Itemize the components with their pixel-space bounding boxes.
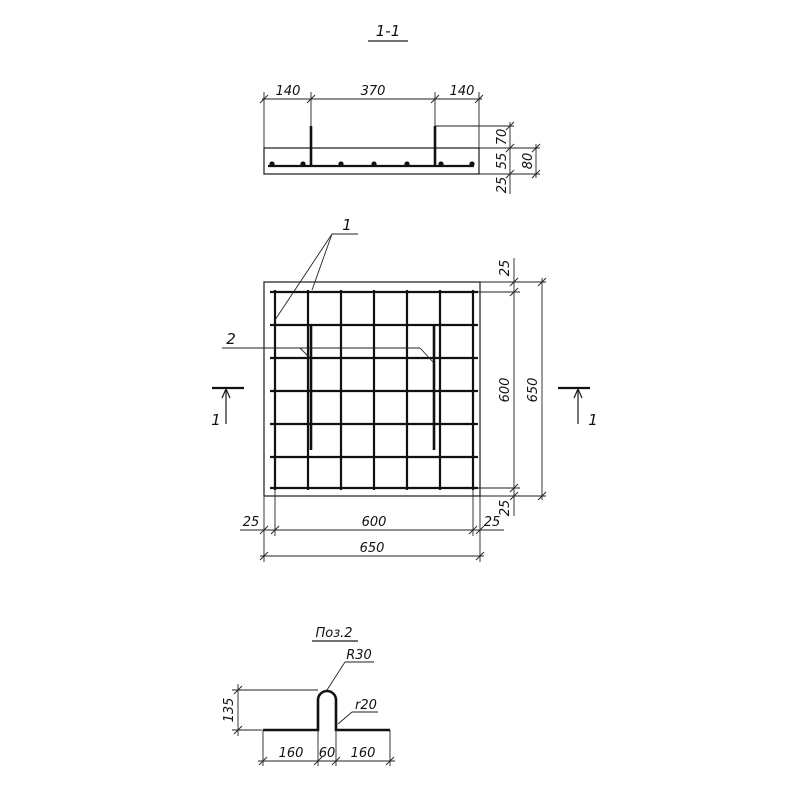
dim-tick: [259, 551, 269, 561]
plan-dim-bottom-outer: 650: [360, 541, 385, 556]
cut-mark-right-label: 1: [588, 411, 598, 429]
dim-tick: [505, 121, 515, 131]
plan-dim-right-bottom: 25: [498, 500, 513, 517]
radius-top-label: R30: [346, 648, 372, 663]
radius-bottom-label: r20: [355, 698, 377, 713]
callout-1-leader: [274, 233, 333, 321]
plan-dim-bottom-inner: 600: [362, 515, 387, 530]
section-bar-dot: [300, 161, 306, 167]
section-dim-top-right: 140: [450, 84, 475, 99]
plan-view: 1 2 1 1 25 600 650 25: [211, 216, 598, 562]
callout-1-leader: [311, 233, 333, 291]
callout-2-leader: [299, 347, 311, 359]
dim-tick: [537, 277, 547, 287]
section-view: 140 370 140 70 55 80 25: [259, 84, 541, 194]
section-bar-dot: [469, 161, 475, 167]
dim-tick: [233, 685, 243, 695]
dim-tick: [270, 525, 280, 535]
dim-tick: [475, 525, 485, 535]
detail-title: Поз.2: [315, 626, 352, 641]
dim-tick: [509, 277, 519, 287]
callout-1-label: 1: [342, 216, 352, 234]
plan-dim-right-inner: 600: [498, 378, 513, 403]
dim-tick: [537, 491, 547, 501]
dim-tick: [475, 551, 485, 561]
cut-mark-right-arrowhead: [573, 387, 583, 399]
dim-tick: [509, 287, 519, 297]
section-bar-dot: [338, 161, 344, 167]
dim-tick: [233, 725, 243, 735]
section-title: 1-1: [376, 22, 401, 40]
dim-tick: [331, 756, 341, 766]
detail-dim-bottom-left: 160: [279, 746, 304, 761]
section-slab-outline: [263, 147, 480, 175]
dim-tick: [430, 94, 440, 104]
section-dim-right-70: 70: [495, 129, 510, 146]
plan-dim-right-top: 25: [498, 260, 513, 277]
dim-tick: [306, 94, 316, 104]
plan-dim-bottom-right: 25: [484, 515, 501, 530]
dim-tick: [468, 525, 478, 535]
dim-tick: [259, 94, 269, 104]
dim-tick: [505, 143, 515, 153]
plan-mesh-horizontal: [270, 290, 478, 490]
cut-mark-left-arrowhead: [221, 387, 231, 399]
dim-tick: [385, 756, 395, 766]
dim-tick: [531, 143, 541, 153]
dim-tick: [531, 169, 541, 179]
section-dim-right-80: 80: [521, 153, 536, 170]
detail-bent-bar: [263, 689, 390, 732]
plan-slab-outline: [263, 281, 481, 497]
section-bar-dot: [371, 161, 377, 167]
section-dim-top-middle: 370: [361, 84, 386, 99]
plan-dim-bottom-left: 25: [243, 515, 260, 530]
dim-tick: [259, 525, 269, 535]
detail-dim-bottom-right: 160: [351, 746, 376, 761]
detail-dim-height: 135: [222, 698, 237, 723]
plan-dim-right-outer: 650: [526, 378, 541, 403]
section-bar-dot: [269, 161, 275, 167]
cut-mark-left-label: 1: [211, 411, 221, 429]
radius-bottom-leader: [337, 711, 353, 725]
callout-2-label: 2: [226, 330, 236, 348]
section-dim-top-left: 140: [276, 84, 301, 99]
section-bar-dot: [438, 161, 444, 167]
section-bar-dot: [404, 161, 410, 167]
dim-tick: [313, 756, 323, 766]
dim-tick: [509, 483, 519, 493]
dim-tick: [474, 94, 484, 104]
callout-2-leader: [419, 347, 434, 363]
dim-tick: [509, 491, 519, 501]
detail-pos2: Поз.2 R30 r20 135 160 60 160: [222, 626, 395, 766]
radius-top-leader: [326, 661, 346, 691]
dim-tick: [258, 756, 268, 766]
section-dim-right-25: 25: [495, 177, 510, 194]
section-dim-right-55: 55: [495, 153, 510, 170]
detail-dim-bottom-middle: 60: [319, 746, 336, 761]
dim-tick: [505, 169, 515, 179]
